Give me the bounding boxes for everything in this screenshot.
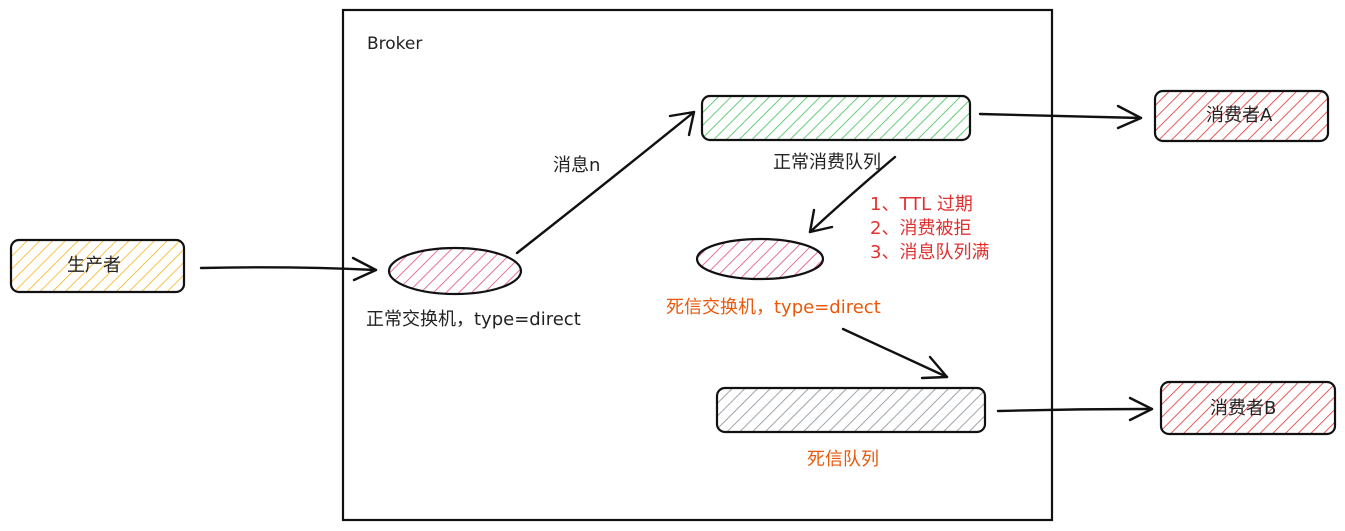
message-label: 消息n — [553, 155, 601, 176]
normal-exchange-label: 正常交换机，type=direct — [366, 309, 581, 330]
arrow-producer-to-exchange — [199, 256, 378, 282]
normal-exchange-node — [387, 246, 523, 296]
producer-label: 生产者 — [67, 255, 121, 276]
arrow-exchange-to-normal-queue — [515, 110, 696, 255]
dlx-exchange-label: 死信交换机，type=direct — [666, 297, 881, 318]
consumer-b-label: 消费者B — [1210, 398, 1277, 419]
normal-queue-node — [700, 94, 972, 142]
producer-node — [9, 238, 186, 294]
consumer-a-node — [1153, 89, 1330, 143]
normal-queue-label: 正常消费队列 — [773, 152, 881, 173]
arrow-normal-queue-to-dlx — [808, 155, 897, 234]
consumer-a-label: 消费者A — [1206, 105, 1273, 126]
reason-queue-full: 3、消息队列满 — [870, 242, 990, 263]
broker-title: Broker — [367, 34, 423, 54]
arrow-normal-queue-to-consumer-a — [978, 104, 1143, 130]
arrow-dlx-to-dead-letter-queue — [841, 327, 949, 380]
arrow-dead-letter-queue-to-consumer-b — [996, 396, 1154, 422]
consumer-b-node — [1159, 380, 1337, 436]
dead-letter-queue-label: 死信队列 — [807, 449, 879, 470]
reason-ttl-expired: 1、TTL 过期 — [870, 194, 973, 215]
reason-consume-rejected: 2、消费被拒 — [870, 218, 972, 239]
broker-container — [341, 8, 1054, 522]
dead-letter-reasons-list: 1、TTL 过期 2、消费被拒 3、消息队列满 — [870, 193, 989, 265]
dead-letter-queue-node — [715, 386, 987, 434]
dlx-exchange-node — [695, 237, 825, 281]
